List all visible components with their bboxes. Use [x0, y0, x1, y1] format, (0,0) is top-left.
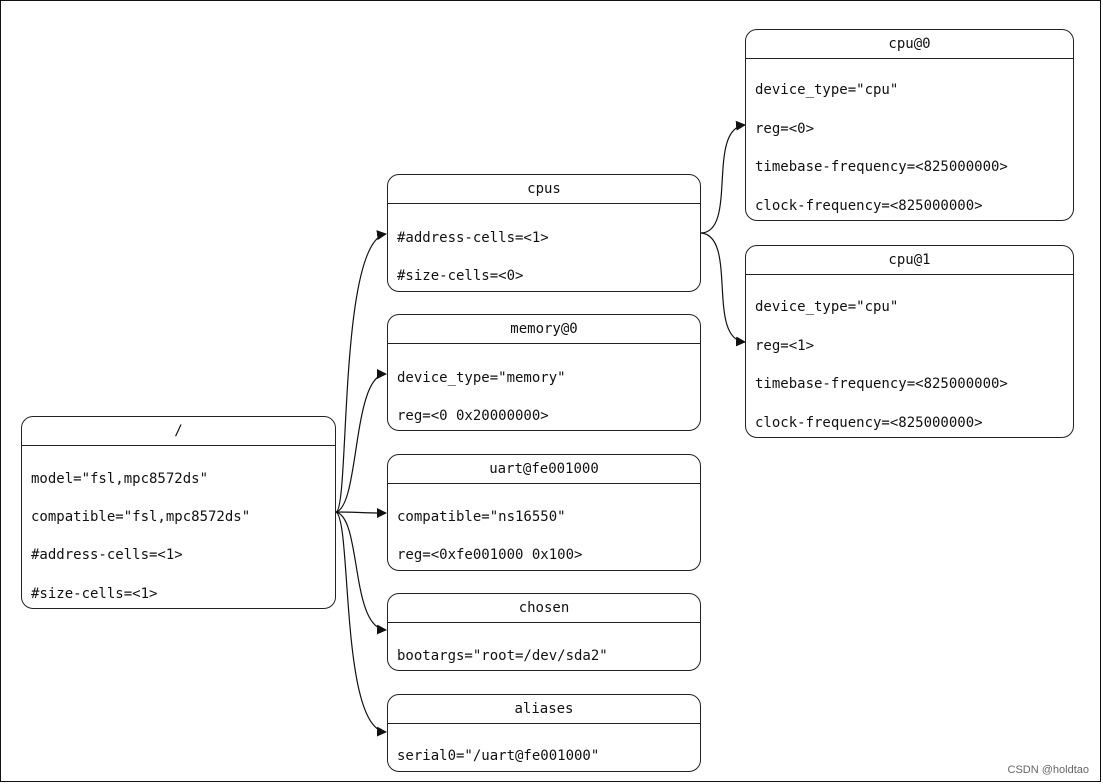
node-root: / model="fsl,mpc8572ds" compatible="fsl,… [21, 416, 336, 609]
node-memory: memory@0 device_type="memory" reg=<0 0x2… [387, 314, 701, 431]
node-title: memory@0 [388, 315, 700, 344]
edge-cpus-cpu1 [700, 232, 746, 347]
node-property: timebase-frequency=<825000000> [755, 159, 1008, 175]
node-property: device_type="memory" [397, 370, 566, 386]
edge-cpus-cpu0 [700, 120, 746, 234]
edge-root-chosen [335, 511, 387, 635]
node-property: compatible="ns16550" [397, 509, 566, 525]
node-property: clock-frequency=<825000000> [755, 415, 983, 431]
node-title: aliases [388, 695, 700, 724]
node-property: timebase-frequency=<825000000> [755, 376, 1008, 392]
node-property: reg=<0 0x20000000> [397, 408, 549, 424]
node-title: uart@fe001000 [388, 455, 700, 484]
node-property: #address-cells=<1> [397, 230, 549, 246]
edge-root-cpus [335, 230, 387, 513]
node-property: reg=<0xfe001000 0x100> [397, 547, 583, 563]
node-property: #address-cells=<1> [31, 547, 183, 563]
edge-root-uart [335, 507, 387, 518]
node-title: cpus [388, 175, 700, 204]
node-property: serial0="/uart@fe001000" [397, 748, 600, 764]
node-property: device_type="cpu" [755, 82, 899, 98]
node-property: reg=<0> [755, 121, 815, 137]
edge-root-memory [335, 369, 387, 513]
node-title: cpu@0 [746, 30, 1073, 59]
node-aliases: aliases serial0="/uart@fe001000" [387, 694, 701, 772]
node-cpu1: cpu@1 device_type="cpu" reg=<1> timebase… [745, 245, 1074, 438]
node-property: #size-cells=<1> [31, 586, 158, 602]
node-property: bootargs="root=/dev/sda2" [397, 648, 608, 664]
node-chosen: chosen bootargs="root=/dev/sda2" [387, 593, 701, 671]
node-property: model="fsl,mpc8572ds" [31, 471, 209, 487]
node-property: clock-frequency=<825000000> [755, 198, 983, 214]
node-title: cpu@1 [746, 246, 1073, 275]
node-title: chosen [388, 594, 700, 623]
node-property: compatible="fsl,mpc8572ds" [31, 509, 251, 525]
node-property: #size-cells=<0> [397, 268, 524, 284]
node-title: / [22, 417, 335, 446]
credit-text: CSDN @holdtao [1007, 764, 1089, 776]
node-cpu0: cpu@0 device_type="cpu" reg=<0> timebase… [745, 29, 1074, 221]
node-property: device_type="cpu" [755, 299, 899, 315]
node-cpus: cpus #address-cells=<1> #size-cells=<0> [387, 174, 701, 292]
node-uart: uart@fe001000 compatible="ns16550" reg=<… [387, 454, 701, 571]
node-property: reg=<1> [755, 338, 815, 354]
edge-root-aliases [335, 511, 387, 737]
